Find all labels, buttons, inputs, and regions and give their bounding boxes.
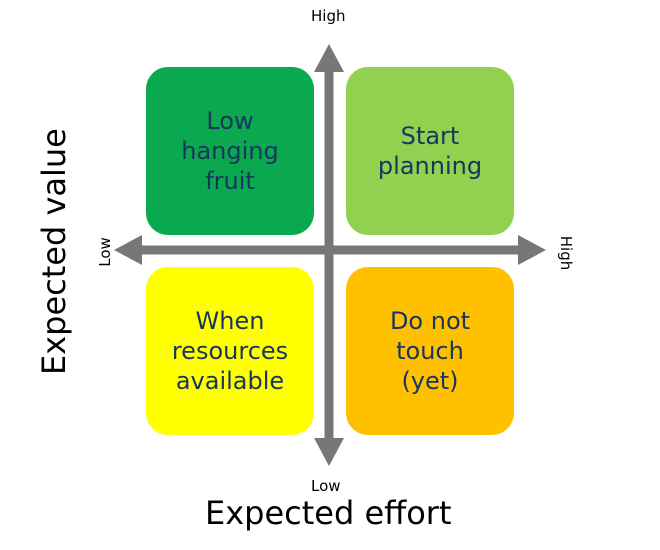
vertical-axis-arrowhead-top (314, 44, 344, 72)
horizontal-axis-arrowhead-right (518, 235, 546, 265)
quadrant-label: Start planning (377, 122, 483, 180)
quadrant-start-planning: Start planning (346, 67, 514, 235)
quadrant-label: Low hanging fruit (181, 107, 279, 195)
quadrant-when-resources-available: When resources available (146, 267, 314, 435)
vertical-axis-arrowhead-bottom (314, 438, 344, 466)
y-axis-high-label: High (311, 7, 346, 25)
x-axis-title: Expected effort (205, 494, 452, 532)
x-axis-high-label: High (557, 235, 576, 271)
quadrant-low-hanging-fruit: Low hanging fruit (146, 67, 314, 235)
y-axis-low-label: Low (311, 477, 341, 495)
y-axis-title: Expected value (35, 128, 73, 375)
x-axis-low-label: Low (95, 237, 114, 267)
quadrant-label: When resources available (171, 307, 289, 395)
quadrant-do-not-touch: Do not touch (yet) (346, 267, 514, 435)
quadrant-label: Do not touch (yet) (389, 307, 471, 395)
horizontal-axis-arrowhead-left (114, 235, 142, 265)
